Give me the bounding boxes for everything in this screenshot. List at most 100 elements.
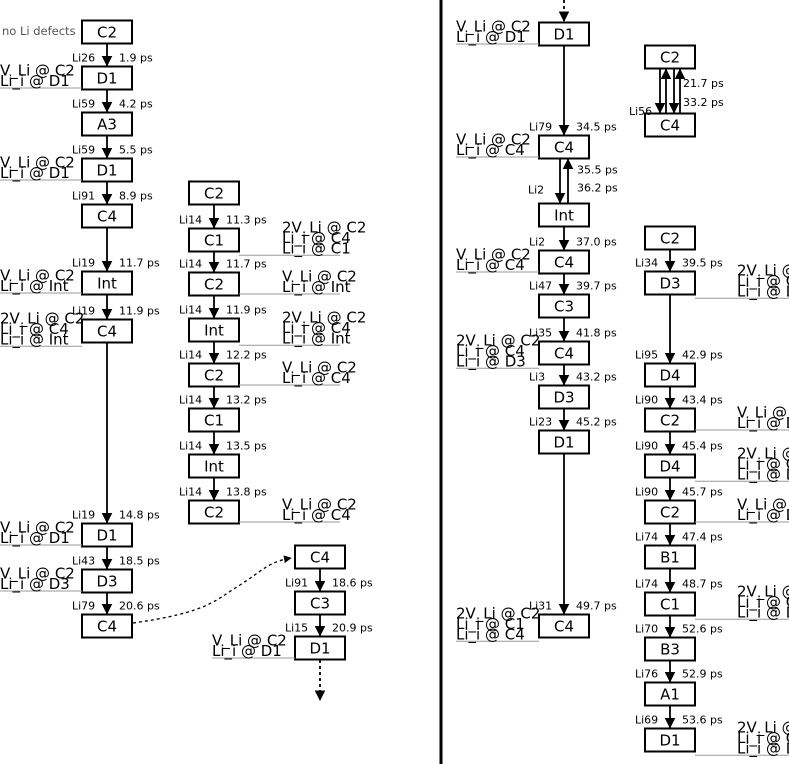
state-box bbox=[538, 249, 590, 275]
state-node-d4: D4 bbox=[644, 362, 696, 388]
defect-annotation-line: Li_i @ D3 bbox=[0, 575, 70, 594]
state-box bbox=[644, 407, 696, 433]
continuation-link bbox=[132, 555, 292, 624]
defect-annotation-line: Li_i @ C4 bbox=[0, 320, 69, 339]
time-label: 41.8 ps bbox=[576, 327, 617, 340]
state-node-int: Int bbox=[188, 453, 240, 479]
defect-annotation-line: Li_i @ C1 bbox=[282, 239, 351, 258]
state-box bbox=[644, 499, 696, 525]
state-node-c4: C4 bbox=[644, 112, 696, 138]
state-box bbox=[538, 202, 590, 228]
state-box bbox=[294, 544, 346, 570]
defect-annotation-line: V_Li @ C2 bbox=[0, 154, 75, 173]
time-label: 34.5 ps bbox=[576, 121, 617, 134]
state-box bbox=[538, 21, 590, 47]
state-label: C2 bbox=[660, 412, 680, 430]
state-label: D1 bbox=[553, 26, 574, 44]
defect-annotation-line: Li_i @ C4 bbox=[456, 141, 525, 160]
time-label: 5.5 ps bbox=[119, 144, 153, 157]
state-box bbox=[644, 681, 696, 707]
time-label: 11.7 ps bbox=[226, 258, 267, 271]
state-label: C2 bbox=[660, 504, 680, 522]
time-label: 39.7 ps bbox=[576, 280, 617, 293]
state-box bbox=[188, 317, 240, 343]
state-node-b1: B1 bbox=[644, 544, 696, 570]
time-label: 11.7 ps bbox=[119, 257, 160, 270]
state-box bbox=[644, 591, 696, 617]
li-atom-label: Li26 bbox=[72, 52, 95, 65]
time-label: 12.2 ps bbox=[226, 349, 267, 362]
state-label: Int bbox=[204, 322, 224, 340]
defect-annotation-line: 2V_Li @ C2 bbox=[737, 261, 789, 280]
defect-annotation-line: V_Li @ C2 bbox=[0, 62, 75, 81]
state-label: Int bbox=[204, 458, 224, 476]
state-box bbox=[188, 499, 240, 525]
state-box bbox=[188, 180, 240, 206]
state-box bbox=[538, 134, 590, 160]
defect-annotation-line: Li_i @ D3 bbox=[737, 282, 789, 301]
li-atom-label: Li34 bbox=[635, 257, 658, 270]
time-label: 4.2 ps bbox=[119, 98, 153, 111]
state-label: C2 bbox=[204, 504, 224, 522]
state-box bbox=[81, 270, 133, 296]
defect-annotation-line: 2V_Li @ C2 bbox=[737, 444, 789, 463]
state-node-c3: C3 bbox=[294, 590, 346, 616]
state-box bbox=[81, 568, 133, 594]
li-atom-label: Li70 bbox=[635, 623, 658, 636]
time-label: 33.2 ps bbox=[683, 96, 724, 109]
state-label: D4 bbox=[659, 367, 680, 385]
state-box bbox=[644, 362, 696, 388]
state-label: D1 bbox=[96, 162, 117, 180]
defect-annotation-line: Li_i @ C4 bbox=[456, 256, 525, 275]
state-node-d1: D1 bbox=[538, 429, 590, 455]
state-label: C1 bbox=[204, 412, 224, 430]
state-box bbox=[81, 157, 133, 183]
state-box bbox=[188, 271, 240, 297]
state-box bbox=[188, 453, 240, 479]
time-label: 20.6 ps bbox=[119, 600, 160, 613]
state-box bbox=[294, 590, 346, 616]
li-atom-label: Li14 bbox=[179, 214, 202, 227]
state-node-int: Int bbox=[538, 202, 590, 228]
li-atom-label: Li14 bbox=[179, 349, 202, 362]
defect-annotation-line: V_Li @ C2 bbox=[456, 18, 531, 37]
state-box bbox=[538, 293, 590, 319]
time-label: 11.3 ps bbox=[226, 214, 267, 227]
state-label: A1 bbox=[660, 686, 680, 704]
state-label: C2 bbox=[204, 185, 224, 203]
time-label: 43.2 ps bbox=[576, 371, 617, 384]
state-box bbox=[644, 453, 696, 479]
defect-annotation-line: 2V_Li @ C2 bbox=[0, 309, 84, 328]
defect-annotation-line: Li_i @ D1 bbox=[737, 603, 789, 622]
state-label: D3 bbox=[553, 389, 574, 407]
li-atom-label: Li90 bbox=[635, 394, 658, 407]
defect-annotation-line: V_Li @ C2 bbox=[456, 131, 531, 150]
defect-annotation-line: Li_i @ Int bbox=[0, 330, 69, 349]
defect-annotation-line: Li_i @ C4 bbox=[282, 506, 351, 525]
li-atom-label: Li74 bbox=[635, 578, 658, 591]
state-box bbox=[188, 407, 240, 433]
defect-annotation-line: V_Li @ C2 bbox=[212, 632, 287, 651]
li-atom-label: Li14 bbox=[179, 304, 202, 317]
time-label: 52.9 ps bbox=[682, 668, 723, 681]
time-label: 20.9 ps bbox=[332, 622, 373, 635]
state-label: C1 bbox=[204, 232, 224, 250]
state-label: D1 bbox=[309, 640, 330, 658]
li-atom-label: Li14 bbox=[179, 440, 202, 453]
state-box bbox=[81, 65, 133, 91]
time-label: 8.9 ps bbox=[119, 190, 153, 203]
time-label: 13.8 ps bbox=[226, 486, 267, 499]
defect-annotation-line: Li_i @ D1 bbox=[0, 72, 70, 91]
li-atom-label: Li2 bbox=[529, 236, 545, 249]
state-box bbox=[81, 111, 133, 137]
li-atom-label: Li59 bbox=[72, 144, 95, 157]
